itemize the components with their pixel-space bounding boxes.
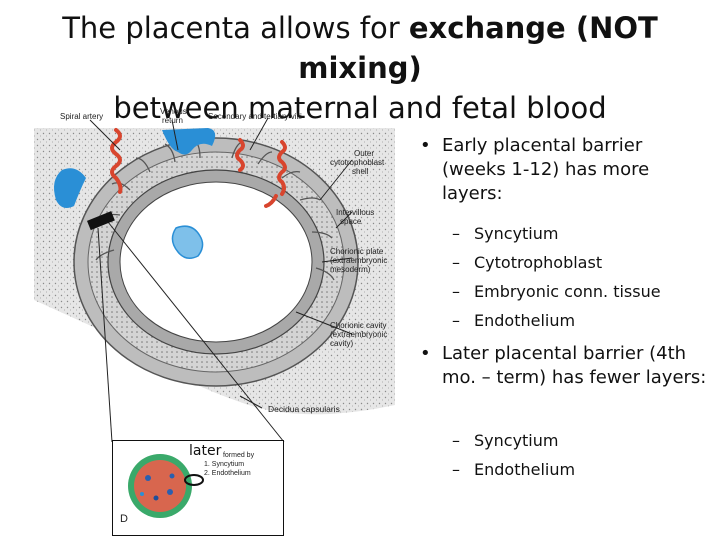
inset-barrier-2: 1. Syncytium	[204, 461, 244, 468]
label-outer-1: Outer	[354, 149, 374, 158]
label-chorionic-plate-3: mesoderm)	[330, 265, 371, 274]
inset-barrier-1: Barrier formed by	[200, 452, 255, 459]
later-inset-drawing: Barrier formed by 1. Syncytium 2. Endoth…	[120, 452, 255, 525]
zoom-marker	[87, 211, 115, 231]
villus-core	[133, 459, 186, 512]
bullet-dot: •	[420, 343, 431, 364]
label-outer-3: shell	[352, 167, 369, 176]
sub-item: –Endothelium	[452, 311, 576, 330]
title-line1-bold: exchange (NOT mixing)	[298, 11, 658, 85]
inset-barrier-3: 2. Endothelium	[204, 470, 251, 477]
callout-lines	[89, 117, 353, 443]
title-line1-pre: The placenta allows for	[62, 11, 409, 45]
bullet-dot: •	[420, 135, 431, 156]
sub-item: –Syncytium	[452, 431, 559, 450]
label-chorionic-cavity-1: Chorionic cavity	[330, 321, 386, 330]
label-chorionic-cavity-2: (extraembryonic	[330, 330, 387, 339]
embryo	[171, 225, 204, 259]
label-intervillous-2: space	[340, 217, 362, 226]
inset-label-later: later	[187, 443, 224, 459]
maternal-vessel-left	[54, 168, 86, 208]
title-line2: between maternal and fetal blood	[113, 91, 607, 125]
barrier-marker	[183, 473, 204, 486]
label-intervillous-1: Intervillous	[336, 208, 374, 217]
label-chorionic-cavity-3: cavity)	[330, 339, 353, 348]
chorionic-cavity	[119, 181, 313, 343]
label-venous-2: return	[162, 116, 183, 125]
label-chorionic-plate-2: (extraembryonic	[330, 256, 387, 265]
bullet-early: • Early placental barrier (weeks 1-12) h…	[420, 134, 710, 206]
label-decidua: Decidua capsularis	[268, 404, 340, 414]
bullet-later: • Later placental barrier (4th mo. – ter…	[420, 342, 710, 390]
sub-item: –Embryonic conn. tissue	[452, 282, 661, 301]
label-venous-1: Venous	[160, 107, 187, 116]
label-chorionic-plate-1: Chorionic plate	[330, 247, 384, 256]
spiral-arteries	[110, 128, 287, 208]
sub-item: –Cytotrophoblast	[452, 253, 603, 272]
sub-item: –Syncytium	[452, 224, 559, 243]
label-spiral-artery: Spiral artery	[60, 112, 103, 121]
bullet-later-text: Later placental barrier (4th mo. – term)…	[442, 343, 707, 388]
label-outer-2: cytotrophoblast	[330, 158, 385, 167]
later-inset: Barrier formed by 1. Syncytium 2. Endoth…	[112, 440, 284, 536]
label-villi: Secondary and tertiary villi	[208, 112, 302, 121]
bullet-early-text: Early placental barrier (weeks 1-12) has…	[442, 135, 650, 204]
inset-panel-letter: D	[120, 513, 128, 525]
sub-item: –Endothelium	[452, 460, 576, 479]
slide-title: The placenta allows for exchange (NOT mi…	[0, 8, 720, 128]
